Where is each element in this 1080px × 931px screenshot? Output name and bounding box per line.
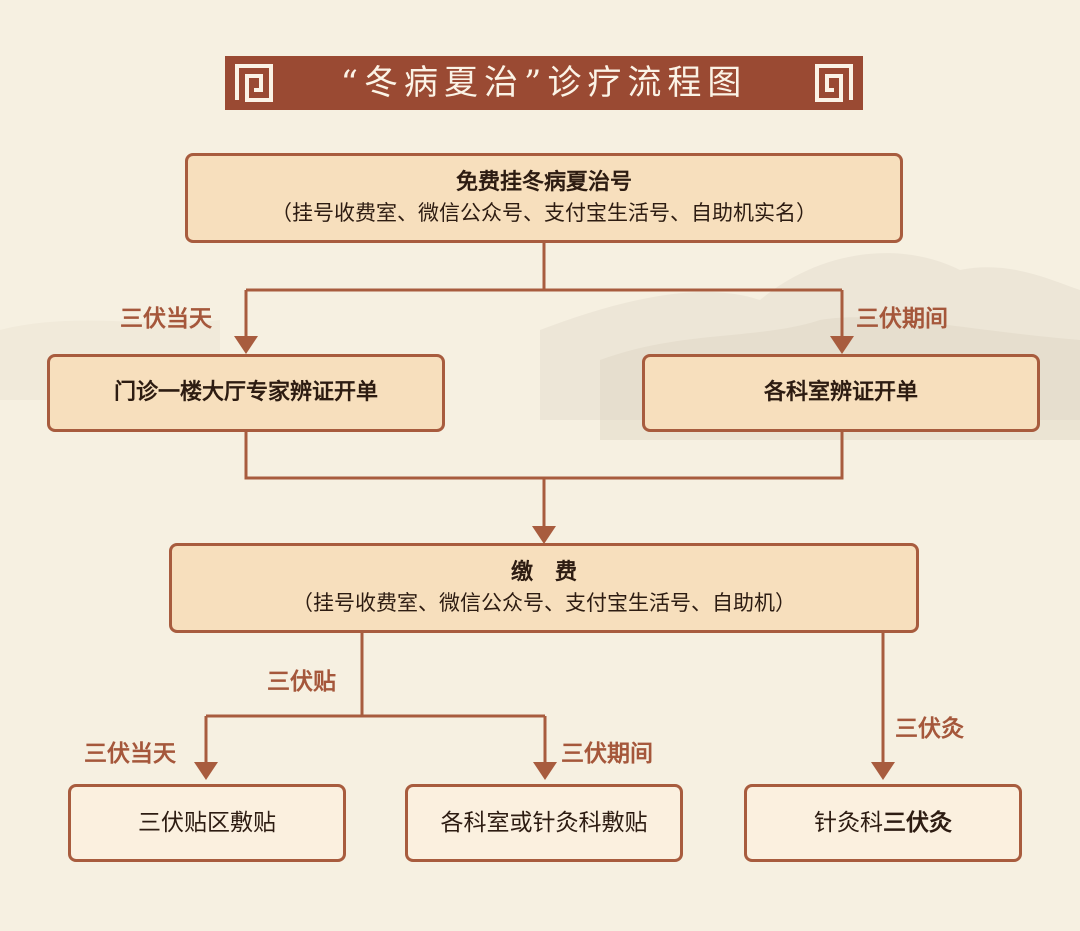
departments-title: 各科室辨证开单: [763, 380, 918, 405]
edge-label-during-1: 三伏期间: [856, 306, 948, 332]
register-title: 免费挂冬病夏治号: [455, 170, 632, 195]
diagram-title: “冬病夏治”诊疗流程图: [340, 63, 748, 103]
fret-ornament-right-icon: [815, 64, 853, 102]
edge-label-day-of-2: 三伏当天: [84, 741, 176, 767]
outpatient-node: 门诊一楼大厅专家辨证开单: [47, 354, 445, 432]
dept-patch-title: 各科室或针灸科敷贴: [440, 810, 648, 836]
patch-area-title: 三伏贴区敷贴: [138, 810, 276, 836]
register-node: 免费挂冬病夏治号 （挂号收费室、微信公众号、支付宝生活号、自助机实名）: [185, 153, 903, 243]
outpatient-title: 门诊一楼大厅专家辨证开单: [113, 380, 378, 405]
moxibustion-node: 针灸科三伏灸: [744, 784, 1022, 862]
arrowheads: [194, 336, 895, 780]
departments-node: 各科室辨证开单: [642, 354, 1040, 432]
edge-label-sanfu-jiu: 三伏灸: [895, 716, 964, 742]
edge-label-during-2: 三伏期间: [561, 741, 653, 767]
payment-title: 缴 费: [510, 560, 577, 585]
moxibustion-name: 三伏灸: [883, 810, 952, 836]
moxibustion-title: 针灸科三伏灸: [814, 808, 952, 838]
edge-label-sanfu-tie: 三伏贴: [267, 669, 336, 695]
payment-channels: （挂号收费室、微信公众号、支付宝生活号、自助机）: [292, 591, 796, 615]
dept-patch-node: 各科室或针灸科敷贴: [405, 784, 683, 862]
patch-area-node: 三伏贴区敷贴: [68, 784, 346, 862]
edge-label-day-of-1: 三伏当天: [120, 306, 212, 332]
title-banner: “冬病夏治”诊疗流程图: [225, 56, 863, 110]
moxibustion-dept: 针灸科: [814, 810, 883, 836]
payment-node: 缴 费 （挂号收费室、微信公众号、支付宝生活号、自助机）: [169, 543, 919, 633]
fret-ornament-left-icon: [235, 64, 273, 102]
register-channels: （挂号收费室、微信公众号、支付宝生活号、自助机实名）: [271, 201, 817, 225]
